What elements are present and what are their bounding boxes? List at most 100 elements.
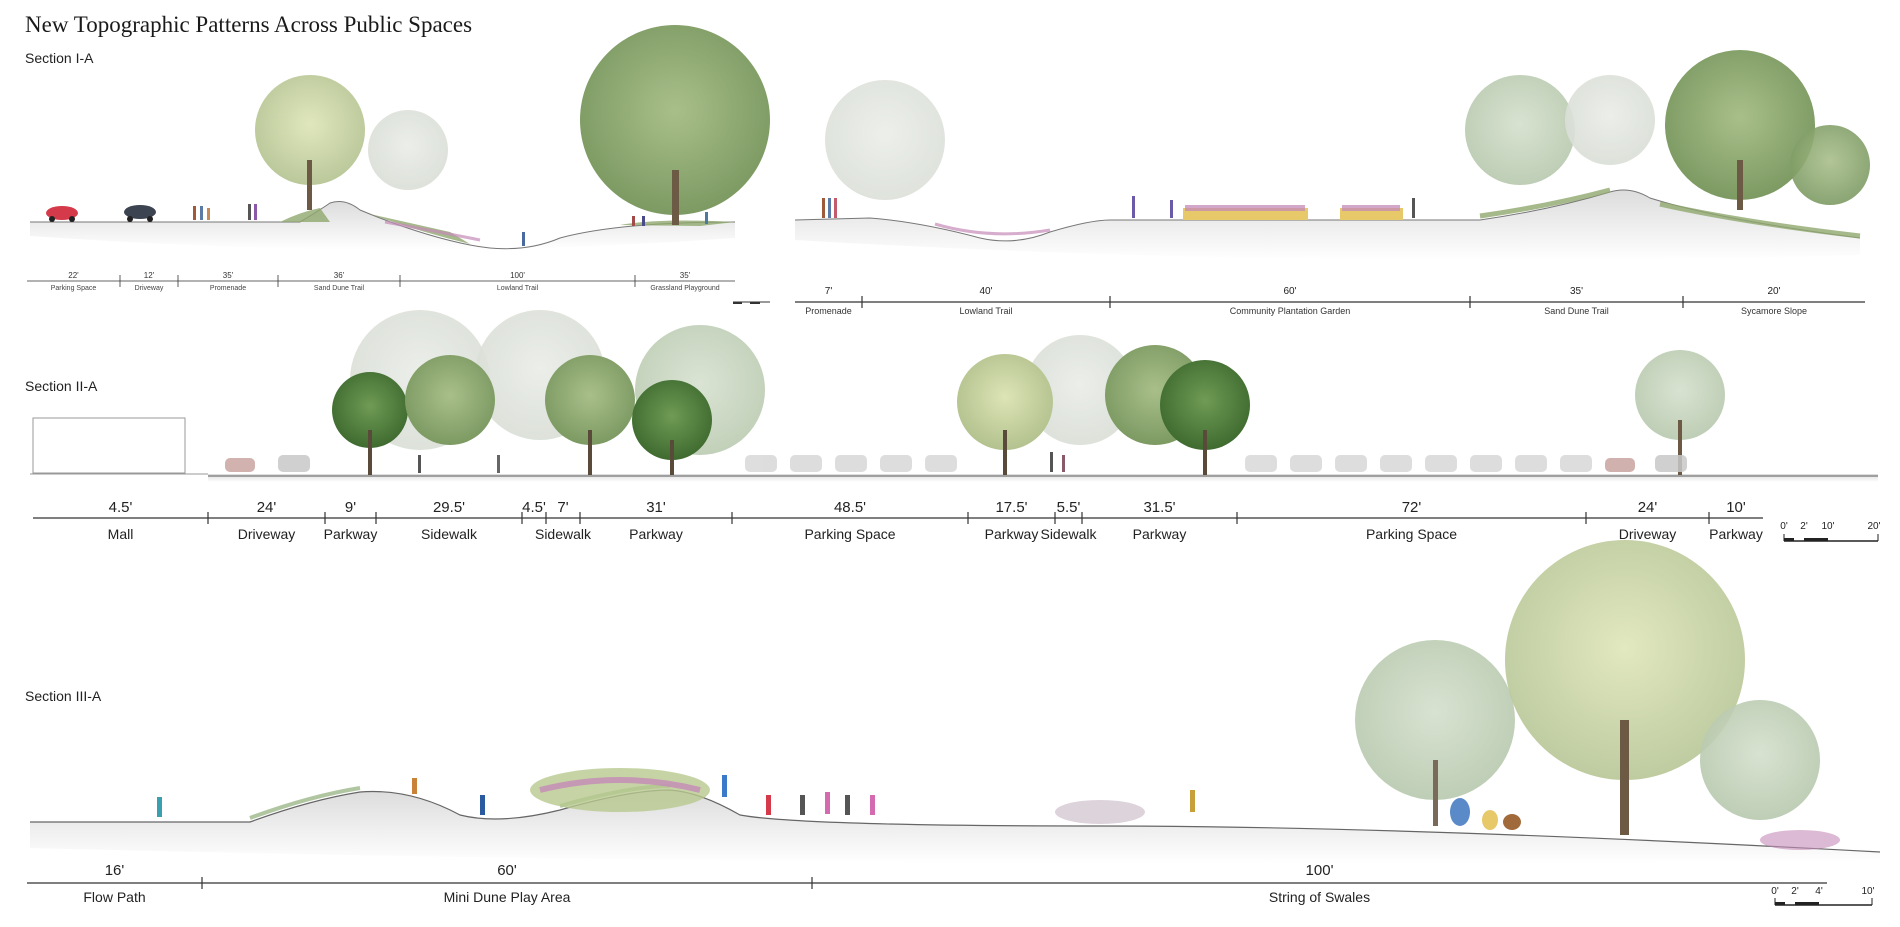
person [632,216,635,226]
tree-canopy [1355,640,1515,800]
flower-band [934,222,1051,236]
zone-label: Sand Dune Trail [313,285,365,292]
person [822,198,825,218]
tree-canopy [1790,125,1870,205]
zone-label: Mall [107,526,134,542]
tree-canopy [405,355,495,445]
tree-canopy [255,75,365,185]
zone-label: Sidewalk [420,526,478,542]
zone-label: Grassland Playground [650,285,720,292]
section-2a-drawing [30,310,1878,482]
zone-label: Sycamore Slope [1740,306,1808,316]
tree-canopy [1565,75,1655,165]
section-1a-right-drawing [794,50,1870,260]
dimension-value: 16' [104,862,125,879]
zone-label: Parkway [984,526,1039,542]
person [254,204,257,220]
section-label-1: Section I-A [25,50,94,66]
zone-label: Parking Space [804,526,896,542]
tree-canopy [1465,75,1575,185]
terrain-fill [30,790,1880,864]
tree-canopy [957,354,1053,450]
terrain-fill [795,190,1860,260]
person [1170,200,1173,218]
dimension-value: 10' [1726,499,1746,516]
zone-label: Mini Dune Play Area [443,889,571,905]
person [1062,455,1065,472]
dimension-value: 100' [1305,862,1334,879]
tree-trunk [1620,720,1629,835]
person [207,208,210,220]
tree-trunk [1003,430,1007,475]
zone-label: Parkway [1709,526,1763,542]
tree-canopy [368,110,448,190]
tree-trunk [368,430,372,475]
tree-canopy [1505,540,1745,780]
tree-canopy [1700,700,1820,820]
car [46,206,78,220]
person [497,455,500,473]
zone-label: Lowland Trail [496,285,539,292]
person [193,206,196,220]
flower-band [1760,830,1840,850]
dimension-value: 24' [1637,499,1658,516]
person [705,212,708,224]
zone-label: Parking Space [1365,526,1458,542]
person [248,204,251,220]
tree-canopy [1025,335,1135,445]
flower-band [539,777,701,793]
tree-trunk [1433,760,1438,826]
scale-3-label-0: 0' [1771,886,1779,897]
tree-trunk [670,440,674,475]
section-3a-drawing [30,540,1881,864]
scale-2-label-2: 10' [1821,521,1835,532]
zone-label: Parking Space [50,285,97,292]
person [642,216,645,226]
dimension-value: 100' [510,271,525,280]
dimension-value: 9' [344,499,357,516]
dimension-value: 5.5' [1056,499,1081,516]
zone-label: Sidewalk [534,526,592,542]
dimension-value: 60' [1283,286,1297,297]
tree-canopy [1665,50,1815,200]
zone-label: Community Plantation Garden [1229,306,1351,316]
person [834,198,837,218]
zone-label: Parkway [323,526,378,542]
zone-label: Driveway [1618,526,1677,542]
dimension-lines [27,275,1865,889]
person [1132,196,1135,218]
terrain-line [30,201,736,250]
dimension-value: 24' [256,499,277,516]
tree-canopy [580,25,770,215]
car-row [225,455,1687,472]
zone-label: Sidewalk [1040,526,1097,542]
tree-canopy [545,355,635,445]
tree-canopy [332,372,408,448]
dimension-value: 20' [1767,286,1781,297]
zone-label: Lowland Trail [959,306,1013,316]
scale-3-label-1: 2' [1791,886,1799,897]
zone-label: Promenade [805,306,852,316]
dimension-value: 12' [143,271,155,280]
person [522,232,525,246]
zone-label: Parkway [629,526,683,542]
dimension-value: 17.5' [995,499,1028,516]
grass-band [1479,187,1861,239]
tree-trunk [1203,430,1207,475]
dimension-value: 48.5' [833,499,867,516]
zone-label: Driveway [134,285,164,292]
plant-mass [530,768,710,812]
dimension-value: 35' [222,271,234,280]
zone-label: String of Swales [1268,889,1371,905]
dimension-value: 31' [646,499,666,516]
dimension-value: 72' [1401,499,1422,516]
plant-mass [1055,800,1145,824]
dimension-value: 31.5' [1143,499,1176,516]
section-1a-left-drawing [30,25,770,250]
dimension-value: 35' [1569,286,1584,297]
tree-trunk [1678,420,1682,475]
car [124,205,156,219]
dimension-value: 4.5' [108,499,133,516]
tree-canopy [825,80,945,200]
